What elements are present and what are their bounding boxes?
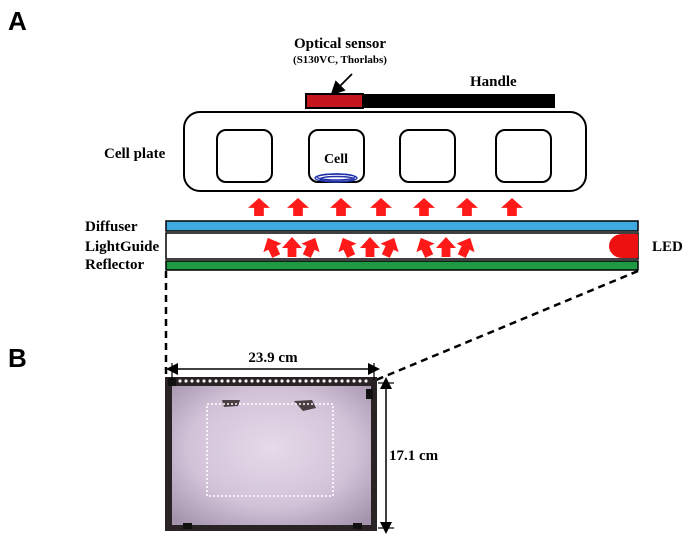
cell-label: Cell (324, 152, 348, 167)
up-arrow (370, 198, 392, 216)
reflector (165, 260, 639, 271)
led-strip-dot (250, 379, 254, 383)
upward-light-arrows (248, 198, 523, 216)
led-strip-dot (310, 379, 314, 383)
height-label: 17.1 cm (389, 448, 439, 464)
guide-arrow (380, 237, 399, 258)
panel-label-b: B (8, 343, 27, 373)
led-strip-dot (346, 379, 350, 383)
guide-arrow (263, 237, 282, 258)
led-strip-dot (244, 379, 248, 383)
led-strip (178, 379, 368, 383)
led-strip-dot (208, 379, 212, 383)
guide-arrow (338, 237, 357, 258)
led-strip-dot (364, 379, 368, 383)
guide-arrow (436, 237, 456, 257)
led-strip-dot (328, 379, 332, 383)
up-arrow (501, 198, 523, 216)
optical-sensor-label: Optical sensor (294, 36, 386, 52)
led-strip-dot (256, 379, 260, 383)
up-arrow (413, 198, 435, 216)
led-strip-dot (196, 379, 200, 383)
lightguide-label: LightGuide (85, 239, 160, 255)
handle-label: Handle (470, 74, 517, 90)
diffuser-label: Diffuser (85, 219, 138, 235)
led-strip-dot (298, 379, 302, 383)
led-strip-dot (304, 379, 308, 383)
led-strip-dot (292, 379, 296, 383)
sensor-pointer-arrow (330, 73, 353, 96)
led-strip-dot (286, 379, 290, 383)
well-3 (399, 129, 456, 183)
up-arrow (287, 198, 309, 216)
led-strip-dot (340, 379, 344, 383)
panel-label-a: A (8, 6, 27, 36)
led-strip-dot (220, 379, 224, 383)
cell-layer (314, 173, 358, 183)
led-strip-dot (358, 379, 362, 383)
led-strip-dot (334, 379, 338, 383)
zoom-line-right (375, 269, 639, 382)
led-strip-dot (232, 379, 236, 383)
guide-arrow (301, 237, 320, 258)
cell-plate (183, 111, 587, 192)
reflector-label: Reflector (85, 257, 144, 273)
led-strip-dot (274, 379, 278, 383)
up-arrow (330, 198, 352, 216)
up-arrow (456, 198, 478, 216)
led-strip-dot (214, 379, 218, 383)
led-strip-dot (190, 379, 194, 383)
led-strip-dot (352, 379, 356, 383)
well-1 (216, 129, 273, 183)
led-label: LED (652, 239, 683, 255)
measurement-region (206, 403, 334, 497)
lightguide (165, 232, 639, 260)
guide-arrow (416, 237, 435, 258)
lightguide-arrows (263, 237, 475, 258)
guide-arrow (360, 237, 380, 257)
guide-arrow (282, 237, 302, 257)
led-strip-dot (226, 379, 230, 383)
led-strip-dot (316, 379, 320, 383)
led-strip-dot (202, 379, 206, 383)
well-4 (495, 129, 552, 183)
optical-sensor-model-label: (S130VC, Thorlabs) (293, 54, 387, 66)
panel-photo (165, 377, 377, 531)
led-strip-dot (268, 379, 272, 383)
led-strip-dot (262, 379, 266, 383)
led-strip-dot (280, 379, 284, 383)
guide-arrow (456, 237, 475, 258)
cell-plate-label: Cell plate (104, 146, 166, 162)
led-strip-dot (184, 379, 188, 383)
optical-sensor (305, 93, 364, 109)
up-arrow (248, 198, 270, 216)
led-strip-dot (322, 379, 326, 383)
led-strip-dot (178, 379, 182, 383)
led (609, 234, 638, 258)
diffuser (165, 220, 639, 232)
handle (363, 94, 555, 108)
width-label: 23.9 cm (248, 350, 298, 366)
led-strip-dot (238, 379, 242, 383)
